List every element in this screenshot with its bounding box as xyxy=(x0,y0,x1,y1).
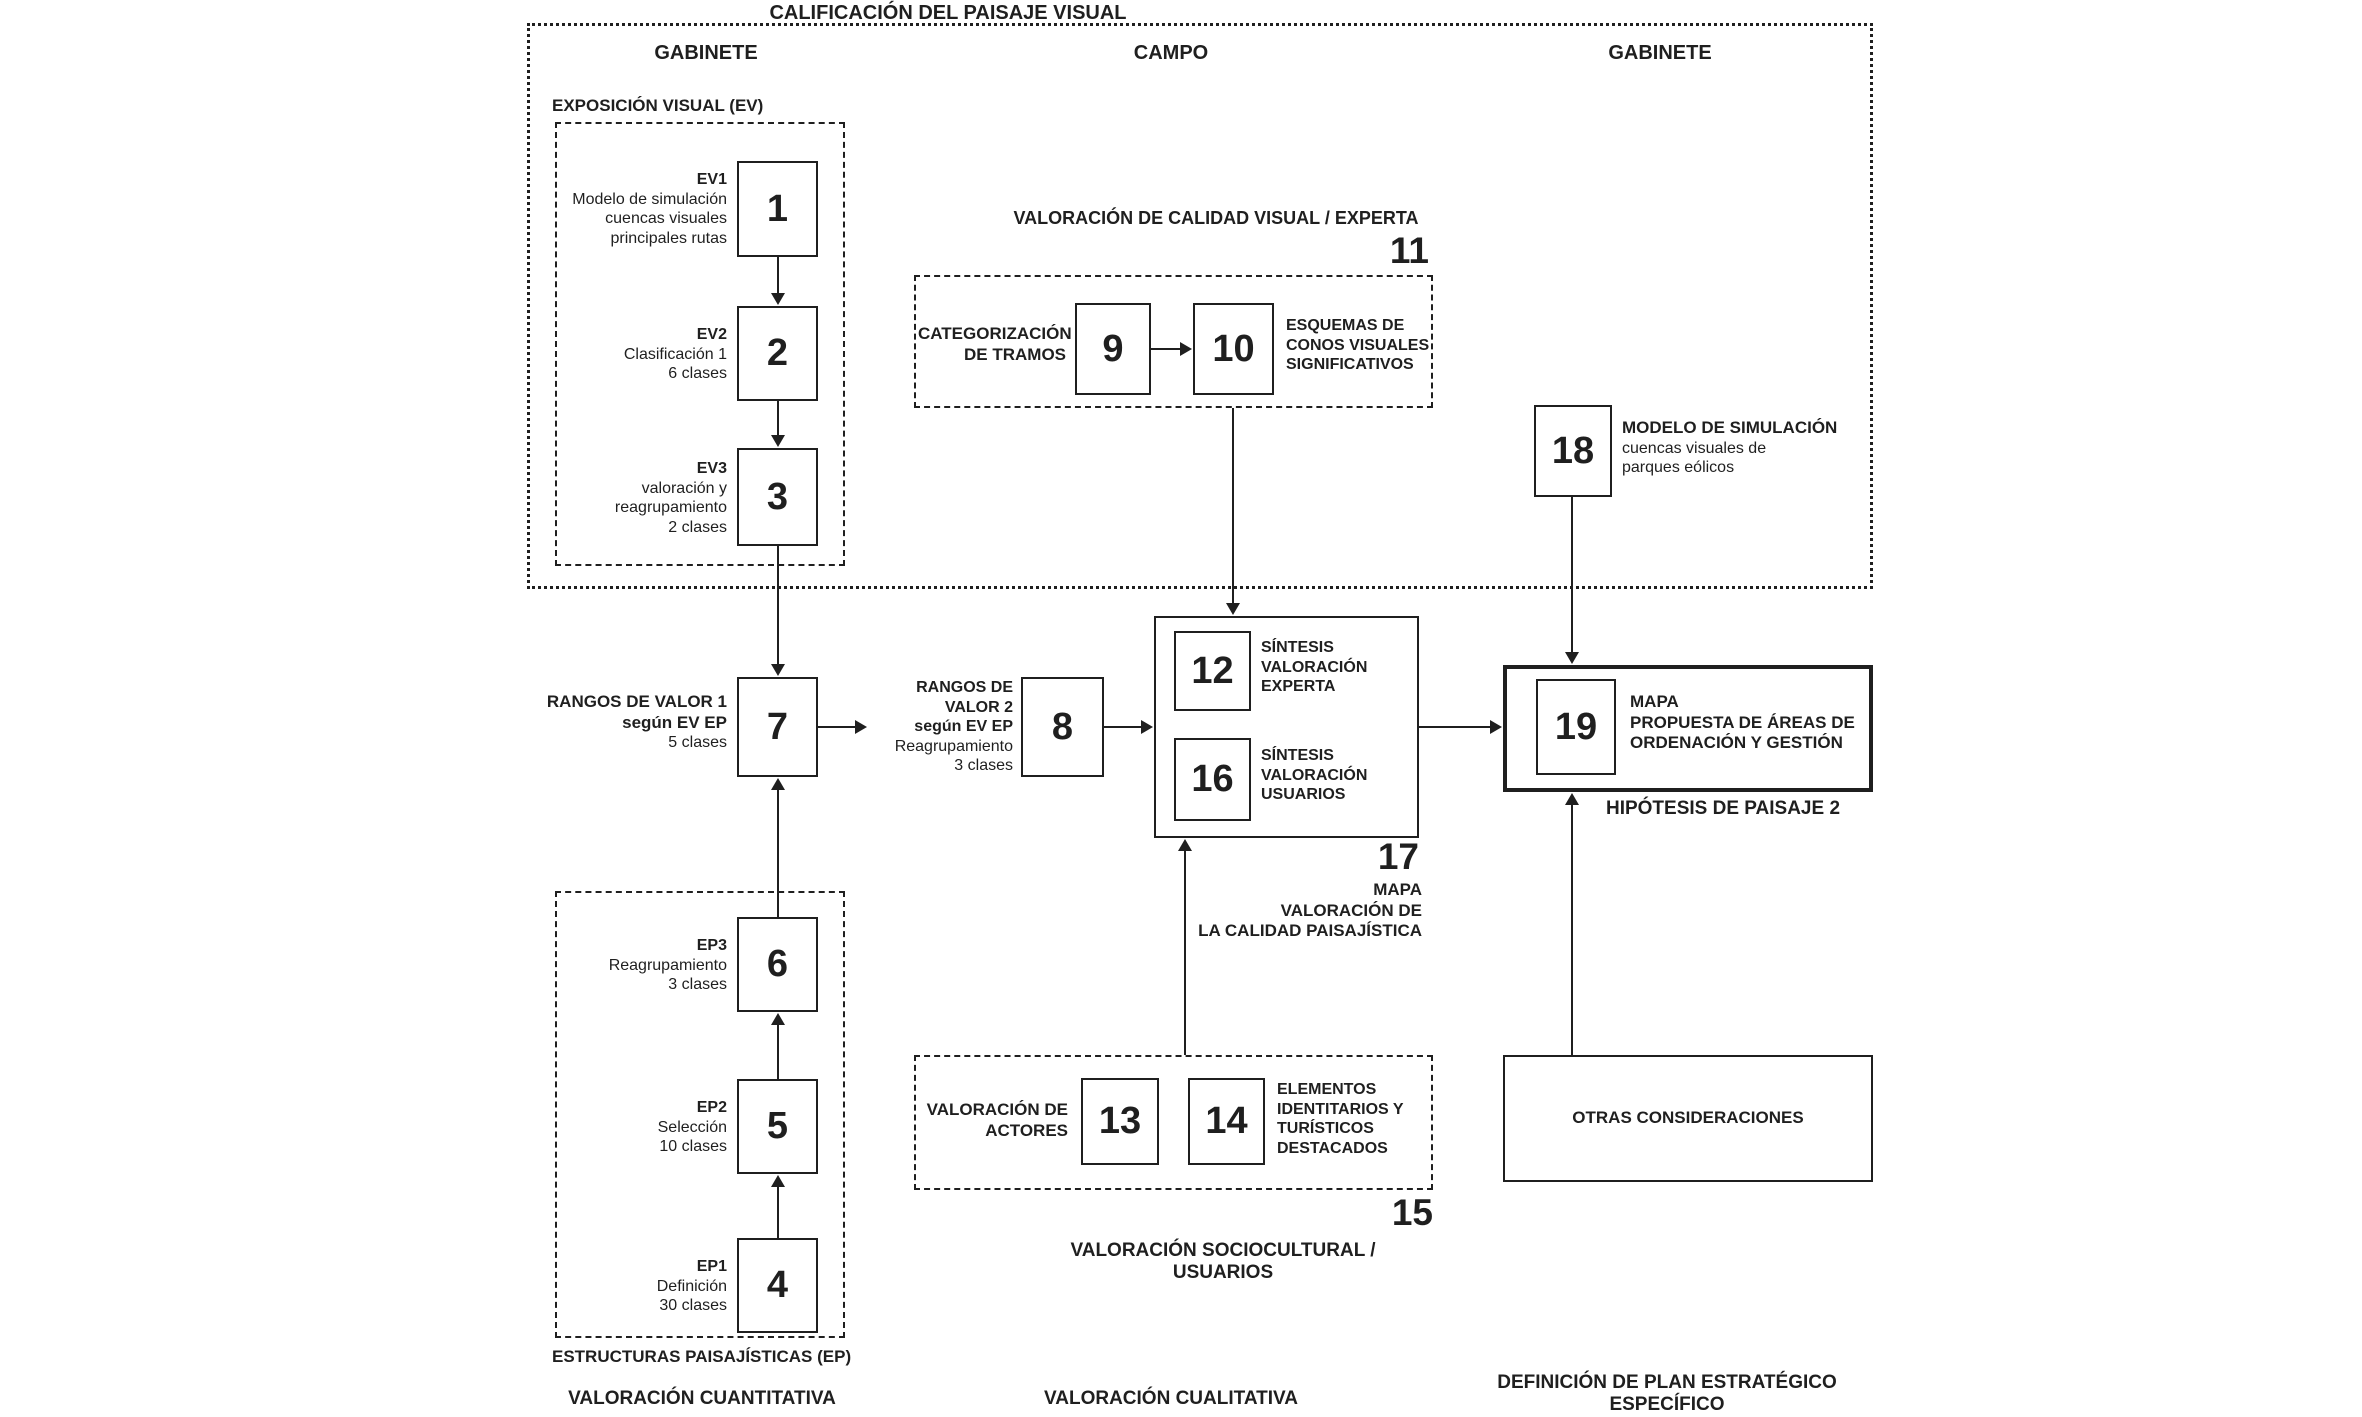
node-1: 1 xyxy=(737,161,818,257)
diagram-title: CALIFICACIÓN DEL PAISAJE VISUAL xyxy=(769,2,1127,24)
column-header-gabinete-left: GABINETE xyxy=(654,42,758,64)
node-13: 13 xyxy=(1081,1078,1159,1165)
node-4-label: EP1 Definición 30 clases xyxy=(565,1257,727,1316)
ep-group-box xyxy=(555,891,845,1338)
node-16: 16 xyxy=(1174,738,1251,821)
node-8-label: RANGOS DE VALOR 2 según EV EP Reagrupami… xyxy=(839,678,1013,776)
column-header-campo: CAMPO xyxy=(1133,42,1209,64)
node-5-label: EP2 Selección 10 clases xyxy=(565,1098,727,1157)
arrow-node2-node3 xyxy=(771,401,785,447)
sociocultural-title: VALORACIÓN SOCIOCULTURAL / USUARIOS xyxy=(1070,1240,1376,1283)
node-4: 4 xyxy=(737,1238,818,1333)
ev-group-box xyxy=(555,122,845,566)
arrow-otras-node19 xyxy=(1565,793,1579,1055)
arrow-node8-synthesis xyxy=(1104,720,1153,734)
node-6-tag: EP3 xyxy=(696,937,727,954)
footer-cuantitativa: VALORACIÓN CUANTITATIVA xyxy=(568,1388,836,1409)
group-number-17: 17 xyxy=(1377,836,1419,877)
node-14-label: ELEMENTOS IDENTITARIOS Y TURÍSTICOS DEST… xyxy=(1277,1081,1404,1157)
arrow-node10-synthesis xyxy=(1226,408,1240,615)
synthesis-caption: MAPA VALORACIÓN DE LA CALIDAD PAISAJÍSTI… xyxy=(1198,880,1422,941)
node-1-label: EV1 Modelo de simulación cuencas visuale… xyxy=(565,170,727,248)
node-1-tag: EV1 xyxy=(696,171,727,188)
group-number-15: 15 xyxy=(1391,1192,1433,1233)
node-5-desc: Selección 10 clases xyxy=(657,1118,727,1156)
node-12-label: SÍNTESIS VALORACIÓN EXPERTA xyxy=(1261,639,1368,696)
arrow-node3-node7 xyxy=(771,546,785,676)
proposal-map-box xyxy=(1503,665,1873,792)
node-3-label: EV3 valoración y reagrupamiento 2 clases xyxy=(565,459,727,537)
node-8-label-normal: Reagrupamiento 3 clases xyxy=(894,737,1013,775)
footer-plan: DEFINICIÓN DE PLAN ESTRATÉGICO ESPECÍFIC… xyxy=(1497,1372,1837,1416)
other-considerations-label: OTRAS CONSIDERACIONES xyxy=(1572,1108,1804,1128)
arrow-node9-node10 xyxy=(1151,342,1192,356)
other-considerations-box: OTRAS CONSIDERACIONES xyxy=(1503,1055,1873,1182)
node-16-label: SÍNTESIS VALORACIÓN USUARIOS xyxy=(1261,747,1368,804)
node-2-label: EV2 Clasificación 1 6 clases xyxy=(565,325,727,384)
arrow-node5-node6 xyxy=(771,1013,785,1079)
group-number-11: 11 xyxy=(1389,230,1429,271)
column-header-gabinete-right: GABINETE xyxy=(1608,42,1712,64)
node-3-tag: EV3 xyxy=(696,460,727,477)
arrow-sociocultural-synthesis xyxy=(1178,839,1192,1055)
node-5-tag: EP2 xyxy=(696,1099,727,1116)
arrow-node18-node19 xyxy=(1565,497,1579,664)
node-10-label: ESQUEMAS DE CONOS VISUALES SIGNIFICATIVO… xyxy=(1286,317,1430,374)
sociocultural-group-box xyxy=(914,1055,1433,1190)
arrow-synthesis-node19 xyxy=(1419,720,1502,734)
node-18-label: MODELO DE SIMULACIÓN cuencas visuales de… xyxy=(1622,418,1882,478)
node-7: 7 xyxy=(737,677,818,777)
footer-cualitativa: VALORACIÓN CUALITATIVA xyxy=(1043,1388,1298,1409)
node-7-label-normal: 5 clases xyxy=(668,734,727,752)
ev-section-label: EXPOSICIÓN VISUAL (EV) xyxy=(552,96,764,115)
node-1-desc: Modelo de simulación cuencas visuales pr… xyxy=(572,190,727,247)
node-2-tag: EV2 xyxy=(696,326,727,343)
node-8-label-bold: RANGOS DE VALOR 2 según EV EP xyxy=(914,679,1013,736)
node-2: 2 xyxy=(737,306,818,401)
node-5: 5 xyxy=(737,1079,818,1174)
arrow-node6-node7 xyxy=(771,778,785,917)
node-8: 8 xyxy=(1021,677,1104,777)
arrow-node4-node5 xyxy=(771,1175,785,1238)
node-19-label: MAPA PROPUESTA DE ÁREAS DE ORDENACIÓN Y … xyxy=(1630,692,1855,753)
expert-assessment-title: VALORACIÓN DE CALIDAD VISUAL / EXPERTA xyxy=(1013,208,1419,228)
node-2-desc: Clasificación 1 6 clases xyxy=(623,345,727,383)
node-6-desc: Reagrupamiento 3 clases xyxy=(608,956,727,994)
node-4-tag: EP1 xyxy=(696,1258,727,1275)
ep-section-label: ESTRUCTURAS PAISAJÍSTICAS (EP) xyxy=(552,1347,852,1366)
synthesis-box xyxy=(1154,616,1419,838)
node-19: 19 xyxy=(1536,679,1616,775)
node-13-label: VALORACIÓN DE ACTORES xyxy=(926,1100,1068,1140)
node-3-desc: valoración y reagrupamiento 2 clases xyxy=(614,479,727,536)
node-7-label: RANGOS DE VALOR 1 según EV EP 5 clases xyxy=(531,692,727,753)
node-14: 14 xyxy=(1188,1078,1265,1165)
node-18-desc: cuencas visuales de parques eólicos xyxy=(1622,439,1767,477)
node-18-tag: MODELO DE SIMULACIÓN xyxy=(1622,418,1838,437)
node-10: 10 xyxy=(1193,303,1274,395)
node-6-label: EP3 Reagrupamiento 3 clases xyxy=(565,936,727,995)
top-phase-boundary xyxy=(527,23,1873,589)
arrow-node7-node8 xyxy=(818,720,867,734)
node-6: 6 xyxy=(737,917,818,1012)
node-7-label-bold: RANGOS DE VALOR 1 según EV EP xyxy=(546,692,727,732)
arrow-node1-node2 xyxy=(771,257,785,305)
node-3: 3 xyxy=(737,448,818,546)
node-9-label: CATEGORIZACIÓN DE TRAMOS xyxy=(918,324,1072,364)
expert-assessment-group-box xyxy=(914,275,1433,408)
node-4-desc: Definición 30 clases xyxy=(656,1277,727,1315)
hypothesis-caption: HIPÓTESIS DE PAISAJE 2 xyxy=(1605,798,1841,819)
node-9: 9 xyxy=(1075,303,1151,395)
node-12: 12 xyxy=(1174,631,1251,711)
node-18: 18 xyxy=(1534,405,1612,497)
